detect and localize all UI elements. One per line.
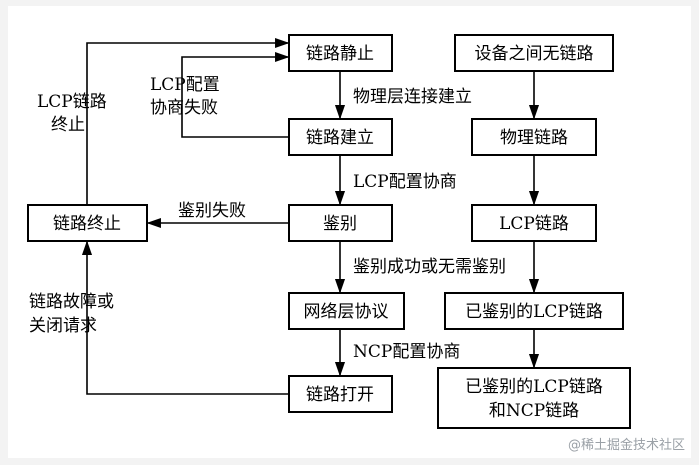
label-lcp-fail-1: LCP配置: [150, 75, 220, 95]
arrow-lcp-fail-loop: [181, 51, 290, 138]
arrow-fault-to-terminate: [81, 240, 289, 395]
label-physical-up: 物理层连接建立: [353, 87, 472, 107]
svg-text:网络层协议: 网络层协议: [304, 302, 389, 322]
svg-text:链路打开: 链路打开: [306, 385, 374, 405]
node-authenticate: 鉴别: [288, 204, 393, 242]
diagram-canvas: 链路静止 设备之间无链路 链路建立 物理链路 链路终止 鉴别 LCP链路 网络层…: [8, 6, 691, 458]
label-fault-2: 关闭请求: [29, 316, 97, 336]
label-lcp-fail-2: 协商失败: [150, 98, 218, 118]
node-link-open: 链路打开: [288, 375, 393, 413]
node-link-terminate: 链路终止: [27, 204, 148, 242]
node-link-dead: 链路静止: [288, 34, 393, 72]
svg-text:鉴别: 鉴别: [323, 214, 357, 234]
label-lcp-terminate-2: 终止: [51, 115, 85, 135]
svg-text:已鉴别的LCP链路: 已鉴别的LCP链路: [465, 377, 603, 397]
node-no-link: 设备之间无链路: [454, 34, 614, 72]
label-auth-success: 鉴别成功或无需鉴别: [353, 257, 506, 277]
svg-text:链路静止: 链路静止: [306, 44, 374, 64]
watermark: @稀土掘金技术社区: [567, 438, 685, 453]
node-auth-lcp-link: 已鉴别的LCP链路: [444, 292, 624, 330]
label-ncp-negotiate: NCP配置协商: [353, 342, 460, 362]
node-auth-lcp-ncp-link: 已鉴别的LCP链路 和NCP链路: [437, 367, 631, 429]
svg-text:链路建立: 链路建立: [306, 128, 374, 148]
label-lcp-terminate-1: LCP链路: [37, 92, 107, 112]
node-physical-link: 物理链路: [471, 118, 597, 156]
node-network-protocol: 网络层协议: [288, 292, 405, 330]
svg-text:链路终止: 链路终止: [53, 214, 121, 234]
svg-text:设备之间无链路: 设备之间无链路: [475, 44, 594, 64]
node-lcp-link: LCP链路: [471, 204, 597, 242]
svg-text:已鉴别的LCP链路: 已鉴别的LCP链路: [465, 302, 603, 322]
label-lcp-negotiate: LCP配置协商: [353, 172, 457, 192]
svg-text:LCP链路: LCP链路: [499, 214, 569, 234]
arrow-terminate-to-dead: [86, 37, 290, 205]
svg-text:和NCP链路: 和NCP链路: [489, 401, 579, 421]
edge-labels: 物理层连接建立 LCP配置 协商失败 LCP链路 终止 LCP配置协商 鉴别失败…: [29, 75, 506, 362]
label-auth-fail: 鉴别失败: [178, 201, 246, 221]
node-link-establish: 链路建立: [288, 118, 393, 156]
ppp-state-diagram: 链路静止 设备之间无链路 链路建立 物理链路 链路终止 鉴别 LCP链路 网络层…: [27, 34, 631, 429]
label-fault-1: 链路故障或: [29, 292, 114, 312]
svg-text:物理链路: 物理链路: [500, 128, 568, 148]
